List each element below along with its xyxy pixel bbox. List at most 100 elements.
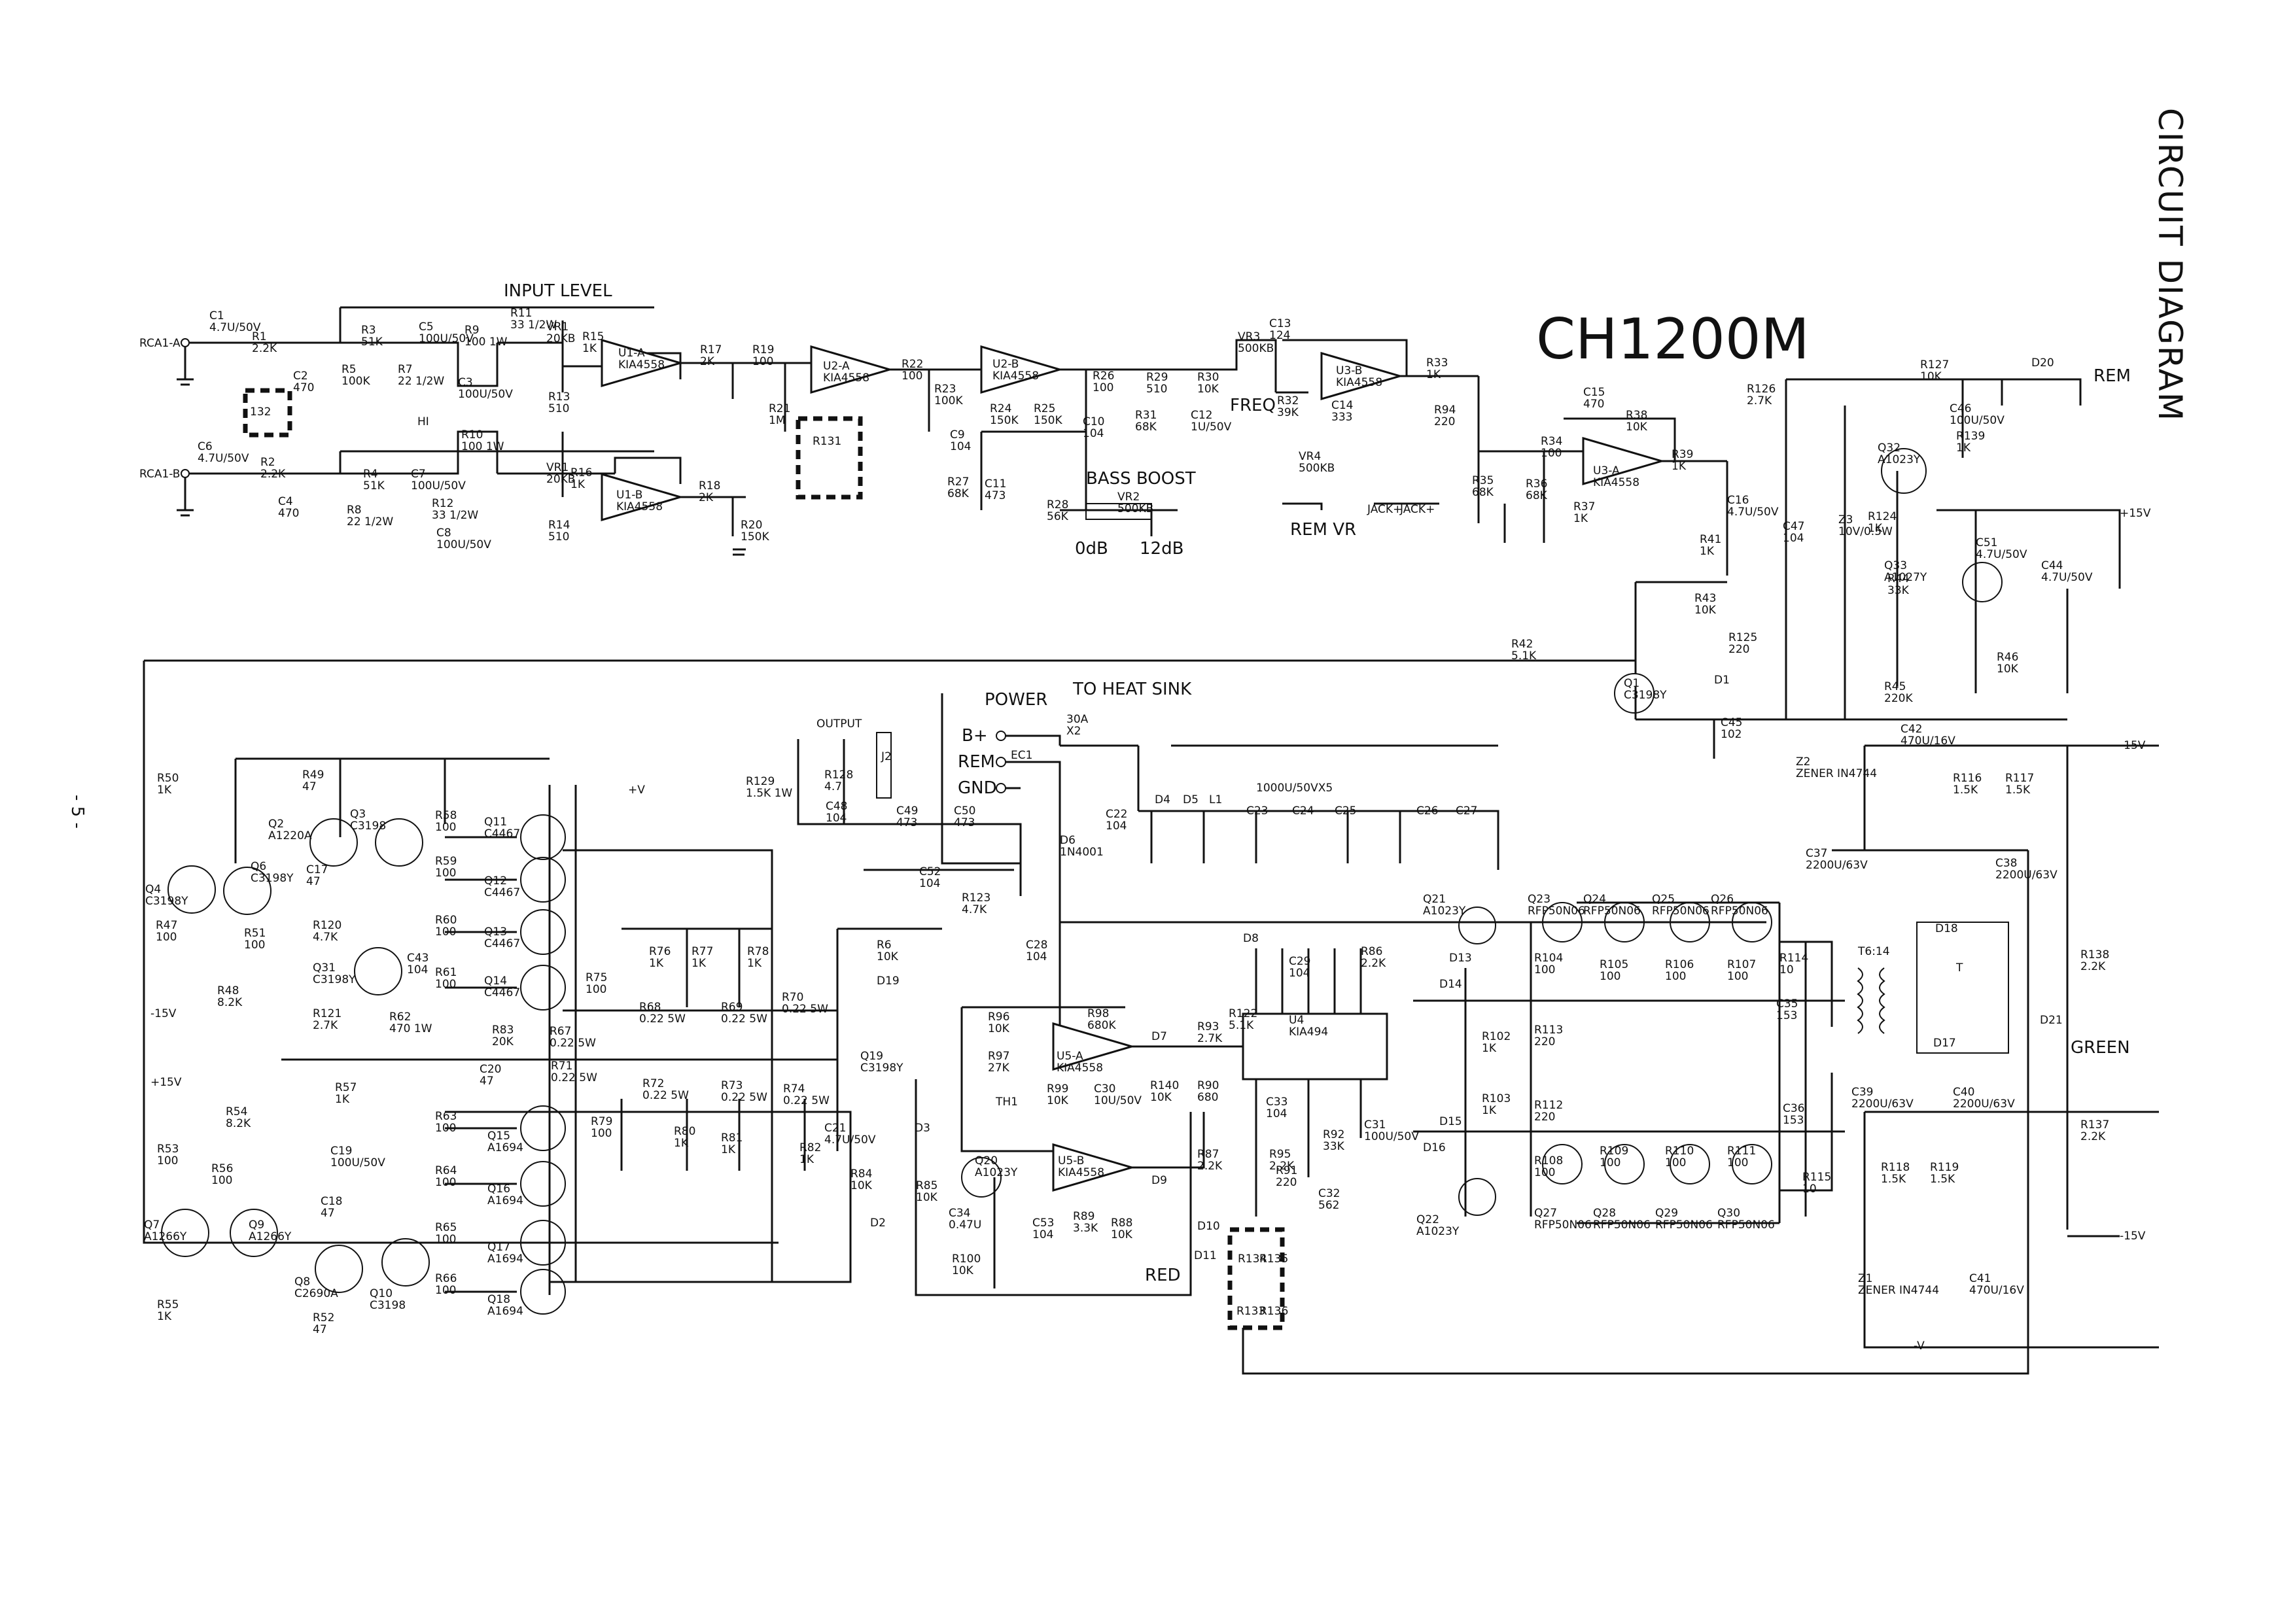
q14-transistor [520,965,566,1011]
rem-terminal-label: REM [958,752,995,772]
page-number: - 5 - [67,795,87,829]
q12-transistor [520,857,566,903]
component-label-ec1: EC1 [1011,749,1032,762]
gnd-terminal-label: GND [958,778,997,798]
q15-transistor [520,1105,566,1151]
rca-a-jack [181,338,190,347]
rem-terminal [996,757,1006,767]
diagram-title: CIRCUIT DIAGRAM [2151,108,2189,422]
component-label-j2: J2 [881,750,892,763]
q28-mosfet [1604,1144,1645,1184]
component-label-d17: D17 [1933,1037,1956,1050]
rail-minus-15v-right: -15V [2120,739,2146,752]
pwm-control [915,850,2029,1375]
component-label-c-bank: 1000U/50VX5 [1256,782,1333,795]
q3-transistor [375,818,423,867]
remote-regulator [144,378,2121,759]
q29-mosfet [1670,1144,1710,1184]
u5b-opamp [1052,1143,1136,1192]
q31-transistor [354,947,402,995]
q1-transistor [1614,673,1655,714]
u3b-opamp [1320,352,1404,400]
r132-dashed-box [243,388,292,438]
q22-transistor [1458,1178,1496,1216]
component-label-d15: D15 [1439,1115,1462,1128]
u1a-opamp [601,339,684,387]
red-led-label: RED [1145,1266,1181,1285]
transformer-secondary [1879,967,1885,1034]
q30-mosfet [1732,1144,1772,1184]
component-label-d10: D10 [1197,1220,1220,1233]
component-label-th1: TH1 [995,1096,1018,1109]
rem-output-label: REM [2094,366,2131,386]
component-label-d11: D11 [1194,1249,1217,1262]
jack2-label: JACK+ [1399,503,1435,516]
